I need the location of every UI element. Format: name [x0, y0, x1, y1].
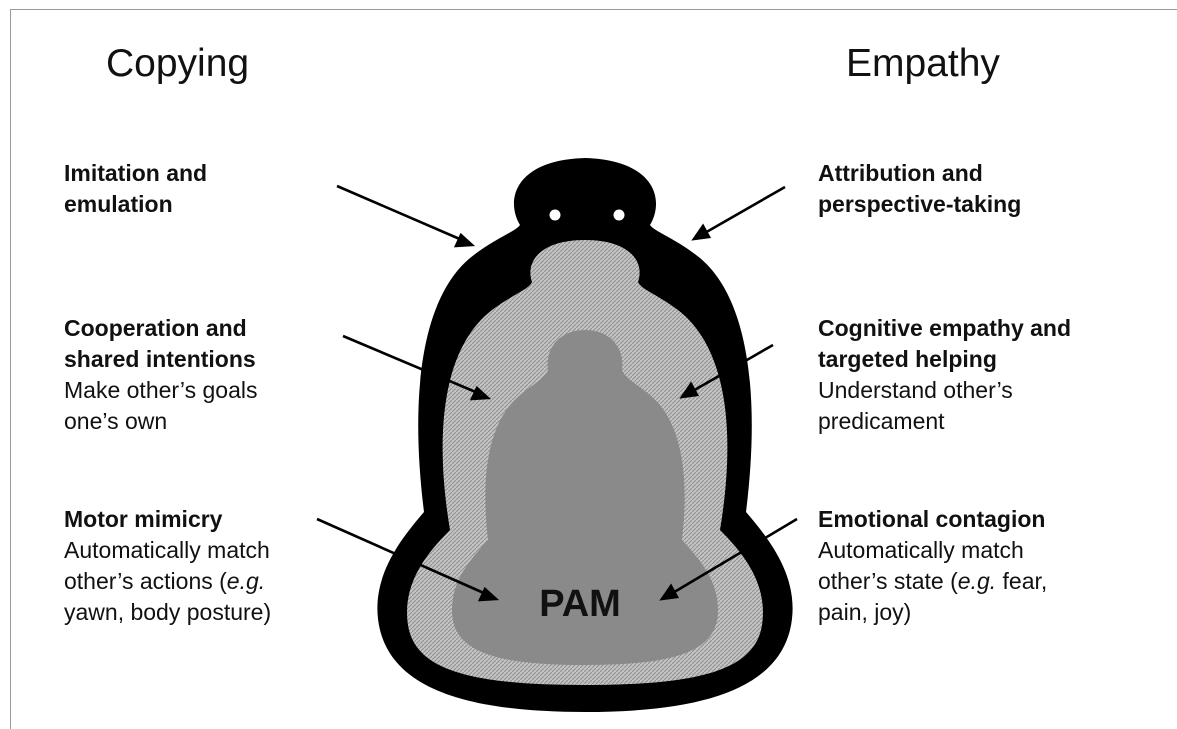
arrow-motor-mimicry [316, 517, 487, 596]
label-attribution-title-line1: Attribution and [818, 160, 983, 186]
label-cooperation-title-line2: shared intentions [64, 346, 256, 372]
heading-empathy: Empathy [846, 42, 1000, 85]
label-motor-mimicry-desc-line2: other’s actions (e.g. [64, 566, 271, 597]
label-cooperation-desc-line1: Make other’s goals [64, 377, 258, 403]
arrow-imitation [336, 184, 463, 242]
label-emotional-contagion-desc-line2: other’s state (e.g. fear, [818, 566, 1047, 597]
label-attribution: Attribution and perspective-taking [818, 158, 1021, 220]
right-eye [613, 209, 625, 221]
arrowhead-imitation [453, 232, 476, 248]
left-eye [549, 209, 561, 221]
label-cognitive-empathy-title-line1: Cognitive empathy and [818, 315, 1072, 341]
label-imitation-title-line1: Imitation and [64, 160, 208, 186]
label-motor-mimicry: Motor mimicry Automatically match other’… [64, 504, 271, 628]
arrowhead-cognitive-empathy [679, 381, 700, 399]
label-emotional-contagion-desc-line2-b: fear, [996, 568, 1048, 594]
arrow-cognitive-empathy [690, 343, 774, 394]
frame-left-border [10, 9, 11, 729]
heading-copying: Copying [106, 42, 250, 85]
arrowhead-emotional-contagion [659, 583, 680, 601]
label-cooperation-title-line1: Cooperation and [64, 315, 247, 341]
label-emotional-contagion-title: Emotional contagion [818, 506, 1046, 532]
label-imitation-emulation: Imitation and emulation [64, 158, 207, 220]
center-label-pam: PAM [539, 583, 621, 625]
arrowhead-motor-mimicry [477, 586, 500, 602]
label-emotional-contagion-eg: e.g. [957, 568, 997, 594]
label-motor-mimicry-eg: e.g. [226, 568, 266, 594]
arrowhead-attribution [691, 223, 712, 241]
label-emotional-contagion: Emotional contagion Automatically match … [818, 504, 1047, 628]
label-cognitive-empathy: Cognitive empathy and targeted helping U… [818, 313, 1071, 437]
inner-core-shape [452, 330, 718, 665]
label-motor-mimicry-desc-line3: yawn, body posture) [64, 599, 272, 625]
label-attribution-title-line2: perspective-taking [818, 191, 1022, 217]
arrow-emotional-contagion [670, 517, 798, 596]
label-emotional-contagion-desc-line1: Automatically match [818, 537, 1024, 563]
label-cooperation: Cooperation and shared intentions Make o… [64, 313, 257, 437]
label-emotional-contagion-desc-line2-a: other’s state ( [818, 568, 958, 594]
label-emotional-contagion-desc-line3: pain, joy) [818, 599, 912, 625]
label-cognitive-empathy-desc-line2: predicament [818, 408, 945, 434]
label-cooperation-desc-line2: one’s own [64, 408, 168, 434]
arrowhead-cooperation [469, 385, 492, 401]
label-motor-mimicry-desc-line1: Automatically match [64, 537, 270, 563]
label-cognitive-empathy-desc-line1: Understand other’s [818, 377, 1013, 403]
frame-top-border [10, 9, 1177, 10]
label-imitation-title-line2: emulation [64, 191, 173, 217]
label-motor-mimicry-title: Motor mimicry [64, 506, 223, 532]
arrow-attribution [702, 185, 786, 236]
arrow-cooperation [342, 334, 479, 395]
label-motor-mimicry-desc-line2-a: other’s actions ( [64, 568, 227, 594]
label-cognitive-empathy-title-line2: targeted helping [818, 346, 997, 372]
